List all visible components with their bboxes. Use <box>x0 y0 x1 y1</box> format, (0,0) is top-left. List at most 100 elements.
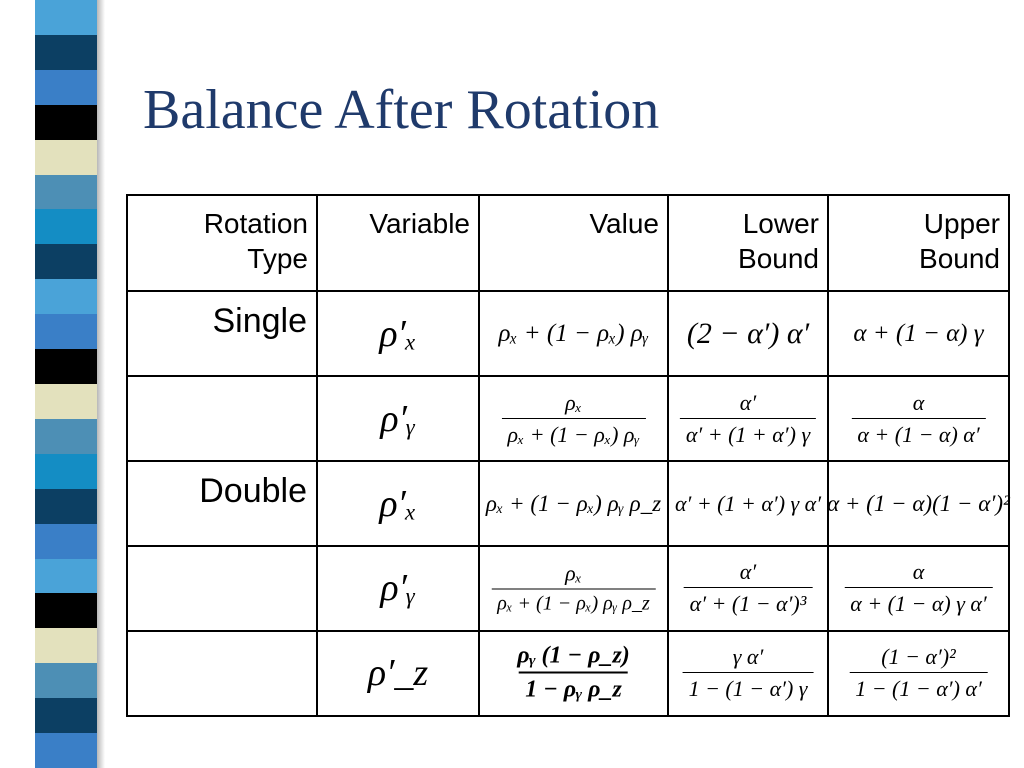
decorative-stripe-bar <box>35 0 97 768</box>
fraction-numerator: α′ <box>739 389 757 415</box>
variable-formula: ρ′ᵧ <box>380 397 416 440</box>
stripe-block <box>35 628 97 664</box>
header-cell: Variable <box>316 193 480 293</box>
slide-title: Balance After Rotation <box>143 79 660 141</box>
upper-bound-fraction: α α + (1 − α) α′ <box>851 389 986 448</box>
rotation-type-cell <box>126 375 318 463</box>
rotation-type-label: Double <box>199 472 307 511</box>
stripe-block <box>35 139 97 175</box>
upper-bound-cell: (1 − α′)² 1 − (1 − α′) α′ <box>827 629 1010 718</box>
header-rotation-type: Rotation Type <box>203 208 308 274</box>
lower-bound-fraction: α′ α′ + (1 + α′) γ <box>679 389 817 448</box>
upper-bound-fraction: (1 − α′)² 1 − (1 − α′) α′ <box>849 644 988 702</box>
header-lower-bound: Lower Bound <box>738 208 819 274</box>
fraction-denominator: ρₓ + (1 − ρₓ) ρᵧ ρ_z <box>491 588 656 616</box>
rotation-type-cell <box>126 629 318 718</box>
table-row: ρ′ᵧ ρₓ ρₓ + (1 − ρₓ) ρᵧ α′ α′ + (1 + α′)… <box>126 375 1010 463</box>
stripe-block <box>35 453 97 489</box>
lower-bound-cell: α′ α′ + (1 + α′) γ <box>667 375 829 463</box>
variable-formula: ρ′ₓ <box>379 312 417 355</box>
value-cell: ρᵧ (1 − ρ_z) 1 − ρᵧ ρ_z <box>478 629 669 718</box>
header-value: Value <box>589 208 659 239</box>
fraction-numerator: ρₓ <box>565 560 582 586</box>
stripe-block <box>35 104 97 140</box>
stripe-block <box>35 558 97 594</box>
variable-cell: ρ′ᵧ <box>316 375 480 463</box>
value-fraction: ρᵧ (1 − ρ_z) 1 − ρᵧ ρ_z <box>511 643 636 704</box>
stripe-block <box>35 523 97 559</box>
rotation-type-label <box>128 377 316 387</box>
stripe-block <box>35 418 97 454</box>
rotation-type-cell: Single <box>126 290 318 378</box>
lower-bound-fraction: γ α′ 1 − (1 − α′) γ <box>682 644 814 702</box>
stripe-block <box>35 383 97 419</box>
stripe-block <box>35 244 97 280</box>
stripe-block <box>35 488 97 524</box>
stripe-block <box>35 663 97 699</box>
fraction: α α + (1 − α) γ α′ <box>844 559 993 617</box>
fraction: ρᵧ (1 − ρ_z) 1 − ρᵧ ρ_z <box>511 643 636 704</box>
fraction-denominator: 1 − (1 − α′) γ <box>682 672 814 702</box>
stripe-block <box>35 593 97 629</box>
rotation-type-label <box>128 547 316 557</box>
variable-cell: ρ′ₓ <box>316 460 480 547</box>
variable-formula: ρ′_z <box>367 652 429 695</box>
fraction-numerator: α <box>912 389 925 415</box>
upper-bound-formula: α + (1 − α)(1 − α′)² <box>827 490 1010 516</box>
variable-cell: ρ′ᵧ <box>316 545 480 632</box>
fraction-numerator: γ α′ <box>732 644 764 670</box>
value-fraction: ρₓ ρₓ + (1 − ρₓ) ρᵧ <box>501 389 646 448</box>
value-fraction: ρₓ ρₓ + (1 − ρₓ) ρᵧ ρ_z <box>491 560 656 616</box>
header-variable: Variable <box>369 208 470 239</box>
value-cell: ρₓ ρₓ + (1 − ρₓ) ρᵧ ρ_z <box>478 545 669 632</box>
value-cell: ρₓ + (1 − ρₓ) ρᵧ <box>478 290 669 378</box>
table-row: ρ′ᵧ ρₓ ρₓ + (1 − ρₓ) ρᵧ ρ_z α′ α′ + (1 −… <box>126 545 1010 632</box>
stripe-block <box>35 279 97 315</box>
fraction-denominator: α′ + (1 − α′)³ <box>683 587 813 617</box>
stripe-bar-shadow <box>97 0 105 768</box>
fraction-denominator: α + (1 − α) α′ <box>851 417 986 448</box>
fraction-numerator: α <box>912 559 925 585</box>
upper-bound-cell: α α + (1 − α) γ α′ <box>827 545 1010 632</box>
variable-cell: ρ′_z <box>316 629 480 718</box>
stripe-block <box>35 733 97 768</box>
stripe-block <box>35 698 97 734</box>
fraction-numerator: (1 − α′)² <box>881 644 956 670</box>
fraction: α′ α′ + (1 + α′) γ <box>679 389 817 448</box>
value-formula: ρₓ + (1 − ρₓ) ρᵧ ρ_z <box>485 490 662 516</box>
value-cell: ρₓ ρₓ + (1 − ρₓ) ρᵧ <box>478 375 669 463</box>
stripe-block <box>35 174 97 210</box>
upper-bound-formula: α + (1 − α) γ <box>853 319 984 347</box>
variable-formula: ρ′ᵧ <box>380 567 416 610</box>
stripe-block <box>35 0 97 35</box>
stripe-block <box>35 69 97 105</box>
lower-bound-cell: α′ + (1 + α′) γ α′ <box>667 460 829 547</box>
lower-bound-formula: (2 − α′) α′ <box>686 316 810 350</box>
fraction: α′ α′ + (1 − α′)³ <box>683 559 813 617</box>
table-row: ρ′_z ρᵧ (1 − ρ_z) 1 − ρᵧ ρ_z γ α′ 1 − (1… <box>126 629 1010 718</box>
header-cell: Lower Bound <box>667 193 829 293</box>
fraction-numerator: ρₓ <box>565 389 582 415</box>
fraction: ρₓ ρₓ + (1 − ρₓ) ρᵧ <box>501 389 646 448</box>
stripe-block <box>35 209 97 245</box>
lower-bound-cell: γ α′ 1 − (1 − α′) γ <box>667 629 829 718</box>
variable-formula: ρ′ₓ <box>379 482 417 525</box>
value-formula: ρₓ + (1 − ρₓ) ρᵧ <box>498 319 649 347</box>
stripe-block <box>35 34 97 70</box>
upper-bound-cell: α α + (1 − α) α′ <box>827 375 1010 463</box>
fraction-denominator: ρₓ + (1 − ρₓ) ρᵧ <box>501 417 646 448</box>
fraction: (1 − α′)² 1 − (1 − α′) α′ <box>849 644 988 702</box>
fraction-denominator: 1 − ρᵧ ρ_z <box>519 671 628 704</box>
fraction: α α + (1 − α) α′ <box>851 389 986 448</box>
rotation-type-cell <box>126 545 318 632</box>
table-row: Single ρ′ₓ ρₓ + (1 − ρₓ) ρᵧ (2 − α′) α′ … <box>126 290 1010 378</box>
balance-table: Rotation Type Variable Value Lower Bound… <box>126 193 1010 718</box>
upper-bound-cell: α + (1 − α)(1 − α′)² <box>827 460 1010 547</box>
rotation-type-label: Single <box>212 302 307 341</box>
header-cell: Value <box>478 193 669 293</box>
stripe-block <box>35 349 97 384</box>
lower-bound-cell: α′ α′ + (1 − α′)³ <box>667 545 829 632</box>
rotation-type-label <box>128 632 316 642</box>
fraction-denominator: 1 − (1 − α′) α′ <box>849 672 988 702</box>
upper-bound-cell: α + (1 − α) γ <box>827 290 1010 378</box>
